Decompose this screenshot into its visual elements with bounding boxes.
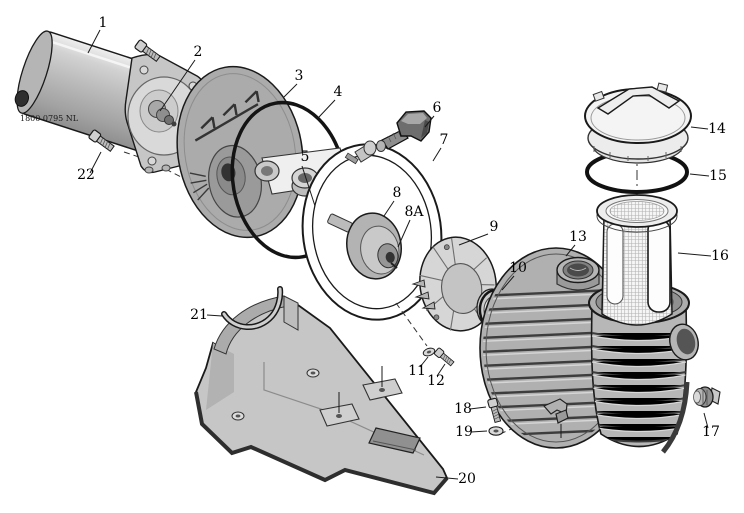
part-label-2: 2 [194,44,203,60]
part-label-11: 11 [408,363,426,379]
part-label-10: 10 [509,260,527,276]
part-label-12: 12 [427,373,445,389]
part-drain-plug [693,386,721,408]
part-washer-11 [421,346,437,358]
part-washer-19 [488,426,504,436]
part-label-15: 15 [709,168,727,184]
part-label-9: 9 [490,219,499,235]
part-pump-housing [479,247,699,454]
part-strainer-basket [596,194,678,326]
part-label-8a: 8A [404,204,424,220]
part-label-17: 17 [702,424,720,440]
part-strap [221,286,284,331]
part-label-16: 16 [711,248,729,264]
part-strainer-lid [584,82,692,164]
part-label-22: 22 [77,167,95,183]
part-label-8: 8 [393,185,402,201]
part-label-5: 5 [301,149,310,165]
part-bolt-12 [433,346,456,368]
part-seal-plate [176,65,304,239]
part-label-21: 21 [190,307,208,323]
part-label-1: 1 [99,15,108,31]
part-label-7: 7 [440,132,449,148]
part-label-18: 18 [454,401,472,417]
part-label-14: 14 [708,121,726,137]
part-label-6: 6 [433,100,442,116]
part-label-13: 13 [569,229,587,245]
part-clamp-knob [376,110,432,152]
part-labels: 1 2 3 4 5 6 7 8 8A 9 10 11 12 13 14 15 1… [77,15,729,487]
part-label-20: 20 [458,471,476,487]
part-motor [14,30,205,174]
callout-leaders [87,29,712,480]
drawing-code: 1800 0795 NL [20,114,79,123]
part-label-19: 19 [455,424,473,440]
part-label-3: 3 [295,68,304,84]
part-label-4: 4 [334,84,343,100]
part-base [194,295,449,496]
